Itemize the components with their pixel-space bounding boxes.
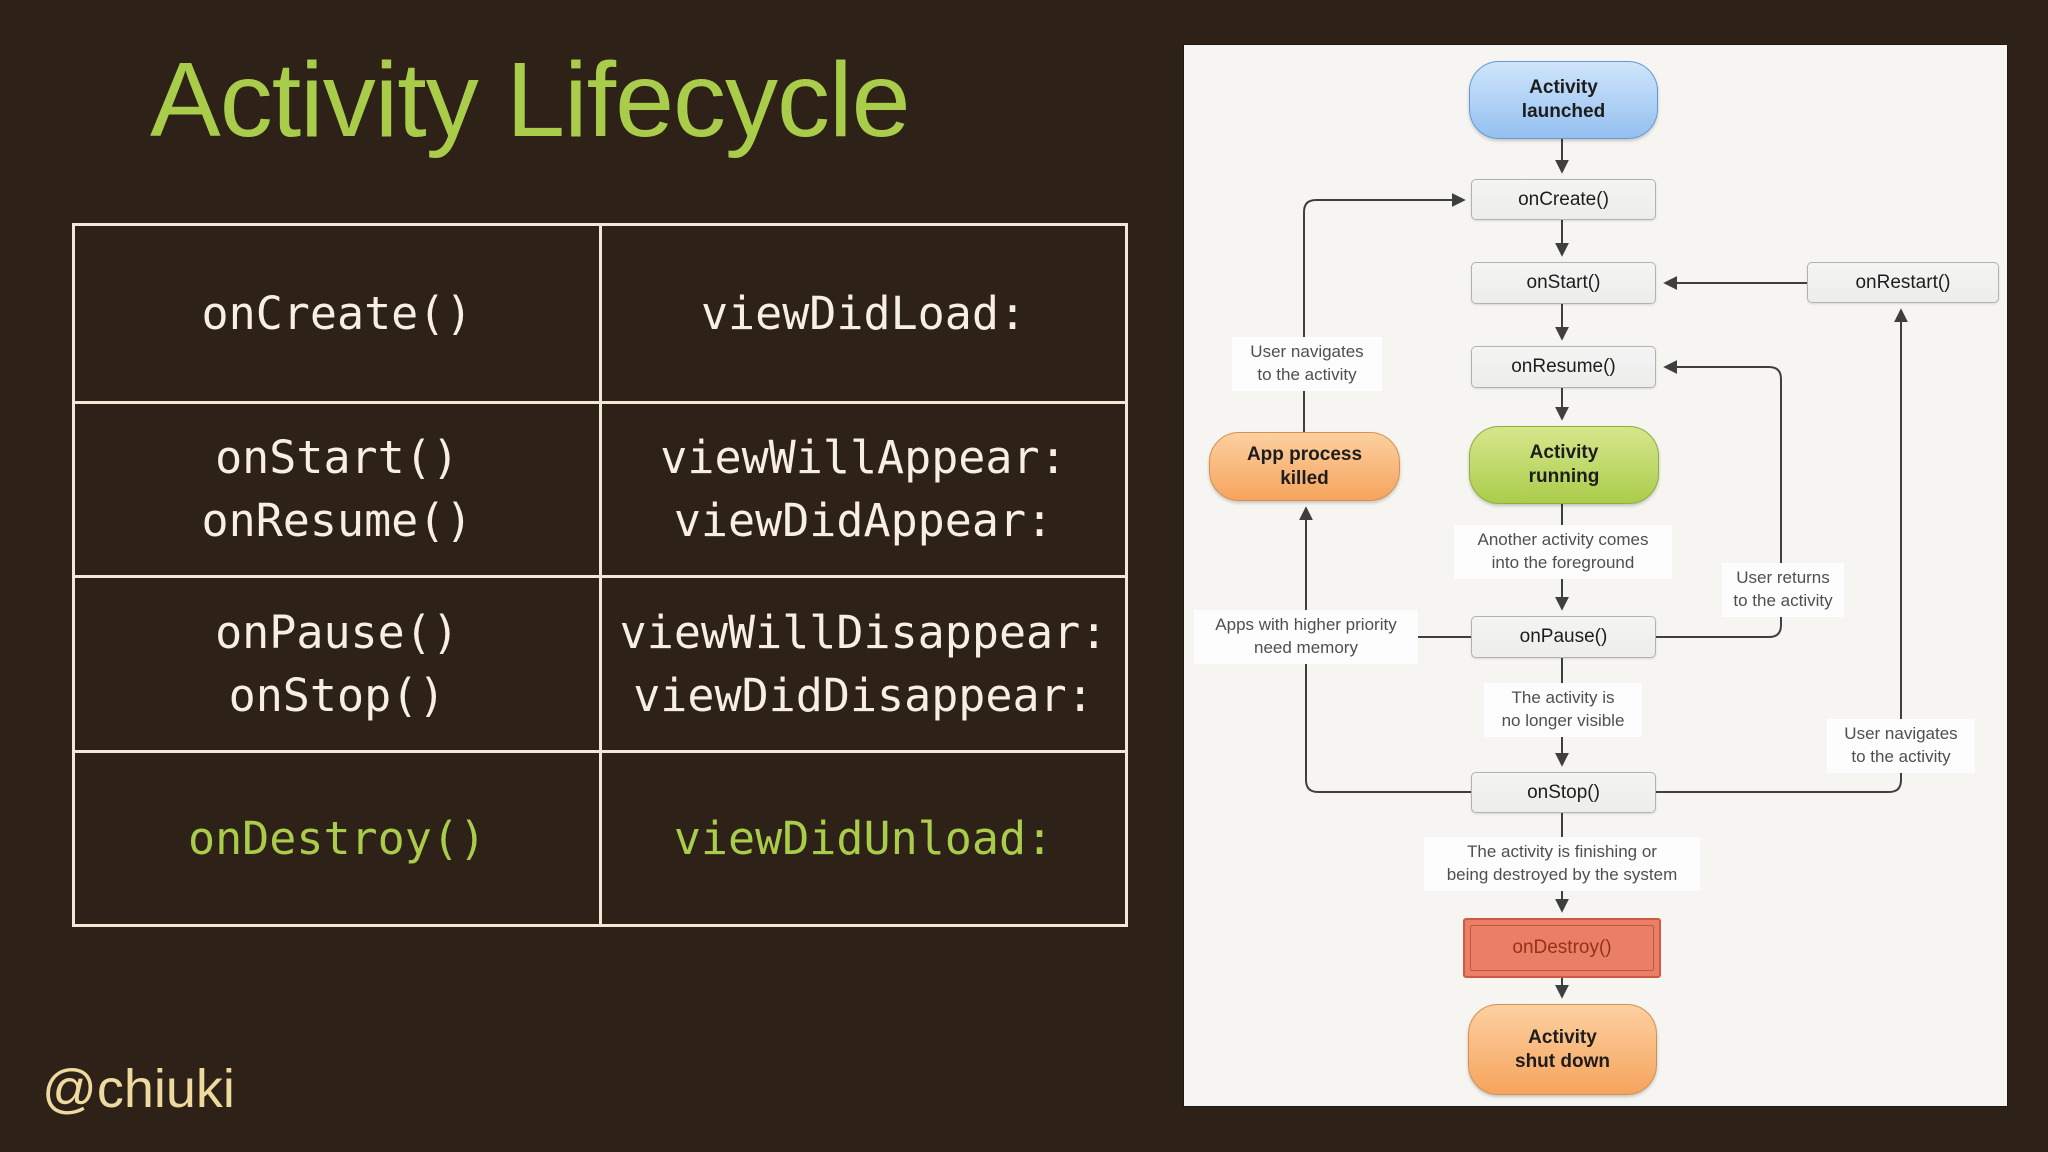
node-app-process-killed: App process killed <box>1209 432 1400 501</box>
node-onstart: onStart() <box>1471 262 1656 304</box>
code-line: viewDidAppear: <box>673 494 1054 548</box>
android-cell: onCreate() <box>75 226 599 401</box>
code-line: onStart() <box>215 431 459 485</box>
android-cell: onStart() onResume() <box>75 400 599 576</box>
android-cell-highlight: onDestroy() <box>75 749 599 925</box>
code-line: viewWillDisappear: <box>619 605 1108 659</box>
code-line: viewDidUnload: <box>673 811 1054 865</box>
code-line: onResume() <box>201 494 473 548</box>
label-user-navigates-left: User navigates to the activity <box>1232 337 1382 391</box>
code-line: viewDidDisappear: <box>633 668 1094 722</box>
ios-cell: viewDidLoad: <box>599 226 1125 401</box>
code-line: viewDidLoad: <box>700 286 1027 340</box>
comparison-table: onCreate() viewDidLoad: onStart() onResu… <box>72 223 1128 927</box>
code-line: onCreate() <box>201 286 473 340</box>
label-user-returns: User returns to the activity <box>1722 563 1844 617</box>
ios-cell-highlight: viewDidUnload: <box>599 749 1125 924</box>
node-onpause: onPause() <box>1471 616 1656 658</box>
label-user-navigates-right: User navigates to the activity <box>1827 719 1975 773</box>
page-title: Activity Lifecycle <box>150 41 911 159</box>
ios-cell: viewWillAppear: viewDidAppear: <box>599 400 1125 575</box>
node-oncreate: onCreate() <box>1471 179 1656 220</box>
author-handle: @chiuki <box>42 1059 235 1119</box>
ios-cell: viewWillDisappear: viewDidDisappear: <box>599 575 1125 750</box>
code-line: viewWillAppear: <box>660 431 1067 485</box>
label-apps-priority: Apps with higher priority need memory <box>1194 610 1418 664</box>
code-line: onStop() <box>228 668 446 722</box>
node-onstop: onStop() <box>1471 772 1656 813</box>
node-activity-shut-down: Activity shut down <box>1468 1004 1657 1095</box>
node-activity-running: Activity running <box>1469 426 1659 504</box>
android-cell: onPause() onStop() <box>75 575 599 750</box>
label-activity-not-visible: The activity is no longer visible <box>1484 683 1642 737</box>
lifecycle-flowchart-panel: User navigates to the activity Another a… <box>1183 44 2008 1107</box>
label-activity-finishing: The activity is finishing or being destr… <box>1424 837 1700 891</box>
node-activity-launched: Activity launched <box>1469 61 1658 139</box>
node-onresume: onResume() <box>1471 346 1656 388</box>
code-line: onPause() <box>215 605 459 659</box>
code-line: onDestroy() <box>187 811 486 865</box>
node-onrestart: onRestart() <box>1807 262 1999 303</box>
label-another-activity: Another activity comes into the foregrou… <box>1454 525 1672 579</box>
node-ondestroy: onDestroy() <box>1463 918 1661 978</box>
